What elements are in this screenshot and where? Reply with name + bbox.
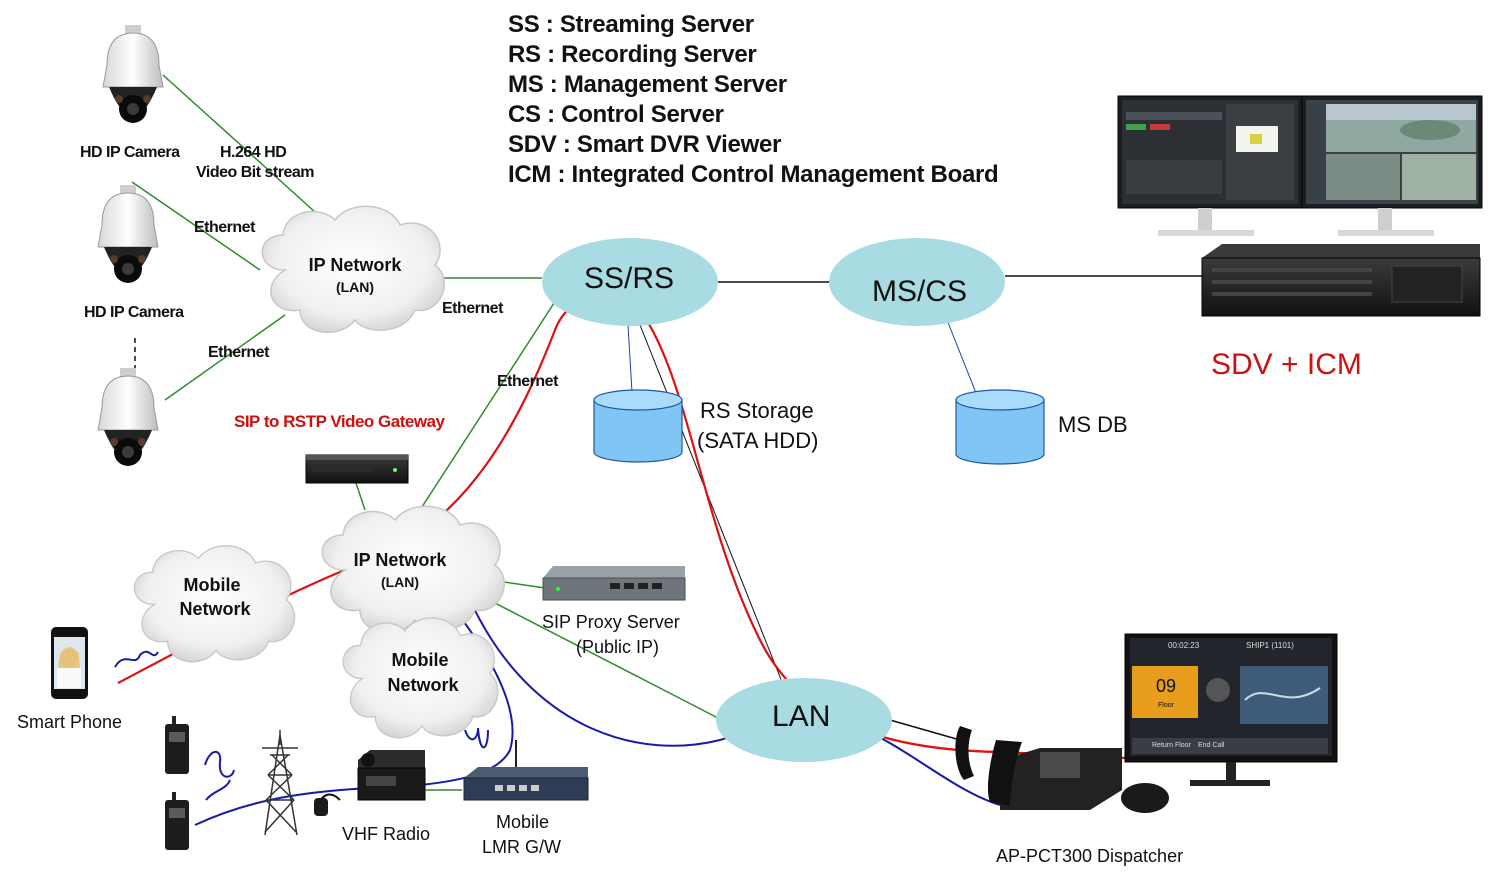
- ms-cs-node: [829, 238, 1005, 326]
- floor-label: Floor: [1158, 702, 1174, 709]
- sip-video-path: [117, 293, 1126, 760]
- cloud-label: Mobile: [183, 575, 241, 595]
- camera-icon: [97, 185, 159, 283]
- handheld-radio-icon: [165, 716, 189, 774]
- lan-label: LAN: [772, 700, 831, 733]
- ss-rs-node: [542, 238, 718, 326]
- ethernet-links: [131, 74, 719, 719]
- link-label: H.264 HD: [220, 144, 287, 161]
- return-floor-button[interactable]: Return Floor: [1152, 742, 1191, 749]
- gateway-label: SIP to RSTP Video Gateway: [234, 412, 445, 431]
- monitor-icon: [1117, 95, 1303, 236]
- radio-squiggle-4: [205, 779, 231, 801]
- legend-item: MS : Management Server: [508, 71, 787, 98]
- camera-icon: [97, 368, 159, 466]
- legend-item: CS : Control Server: [508, 101, 724, 128]
- floor-number: 09: [1156, 676, 1177, 696]
- sip-proxy-label: SIP Proxy Server: [542, 612, 680, 632]
- storage-links: [627, 314, 979, 399]
- database-icon: [955, 389, 1045, 465]
- database-icon: [593, 389, 683, 463]
- lmr-gateway-icon: [463, 740, 589, 801]
- link-label: Ethernet: [208, 344, 269, 361]
- legend-item: SS : Streaming Server: [508, 11, 754, 38]
- smartphone-icon: [51, 627, 88, 699]
- legend-item: RS : Recording Server: [508, 41, 757, 68]
- core-links: [134, 275, 1202, 741]
- database-label: MS DB: [1058, 412, 1128, 437]
- mouse-icon: [1121, 783, 1169, 813]
- cloud-icon: [133, 545, 296, 663]
- cloud-label: Mobile: [391, 650, 449, 670]
- cloud-icon: [261, 205, 445, 334]
- ss-rs-label: SS/RS: [584, 262, 675, 295]
- cloud-icon: [321, 505, 505, 634]
- radio-squiggle-1: [114, 650, 159, 668]
- cloud-icon: [342, 617, 499, 739]
- desk-phone-icon: [955, 726, 1122, 810]
- cloud-sublabel: (LAN): [380, 574, 420, 590]
- end-call-button[interactable]: End Call: [1198, 742, 1225, 749]
- smartphone-label: Smart Phone: [17, 712, 123, 732]
- storage-label: (SATA HDD): [697, 428, 819, 453]
- dispatcher-label: AP-PCT300 Dispatcher: [996, 846, 1184, 866]
- storage-label: RS Storage: [700, 398, 814, 423]
- lmr-gateway-label: LMR G/W: [482, 837, 561, 857]
- cloud-label: Network: [179, 599, 251, 619]
- sip-proxy-icon: [542, 566, 686, 601]
- legend-item: ICM : Integrated Control Management Boar…: [508, 161, 999, 188]
- camera-icon: [102, 25, 164, 123]
- ms-cs-label: MS/CS: [872, 275, 968, 308]
- cloud-sublabel: (LAN): [335, 279, 375, 295]
- server-chassis-icon: [1201, 244, 1481, 317]
- handheld-radio-icon: [165, 792, 189, 850]
- call-timer: 00:02:23: [1168, 641, 1200, 650]
- cloud-label: Network: [387, 675, 459, 695]
- antenna-tower-icon: [262, 730, 298, 836]
- lmr-gateway-label: Mobile: [496, 812, 550, 832]
- camera-label: HD IP Camera: [80, 144, 180, 161]
- monitor-icon: [1301, 95, 1483, 236]
- lan-node: [716, 678, 892, 762]
- cloud-label: IP Network: [353, 550, 447, 570]
- radio-squiggle-3: [204, 750, 235, 778]
- link-label: Ethernet: [194, 219, 255, 236]
- sip-proxy-label: (Public IP): [576, 637, 660, 657]
- cloud-label: IP Network: [308, 255, 402, 275]
- link-label: Ethernet: [497, 373, 558, 390]
- radio-squiggle-2: [464, 727, 489, 749]
- legend-item: SDV : Smart DVR Viewer: [508, 131, 782, 158]
- link-label: Ethernet: [442, 300, 503, 317]
- sdv-icm-label: SDV + ICM: [1211, 348, 1362, 381]
- link-label: Video Bit stream: [196, 164, 314, 181]
- vhf-radio-icon: [314, 750, 462, 816]
- camera-label: HD IP Camera: [84, 304, 184, 321]
- dispatcher-console-monitor: [1124, 633, 1338, 786]
- vhf-radio-label: VHF Radio: [342, 824, 431, 844]
- video-gateway-icon: [305, 454, 409, 484]
- channel-label: SHIP1 (1101): [1246, 641, 1294, 650]
